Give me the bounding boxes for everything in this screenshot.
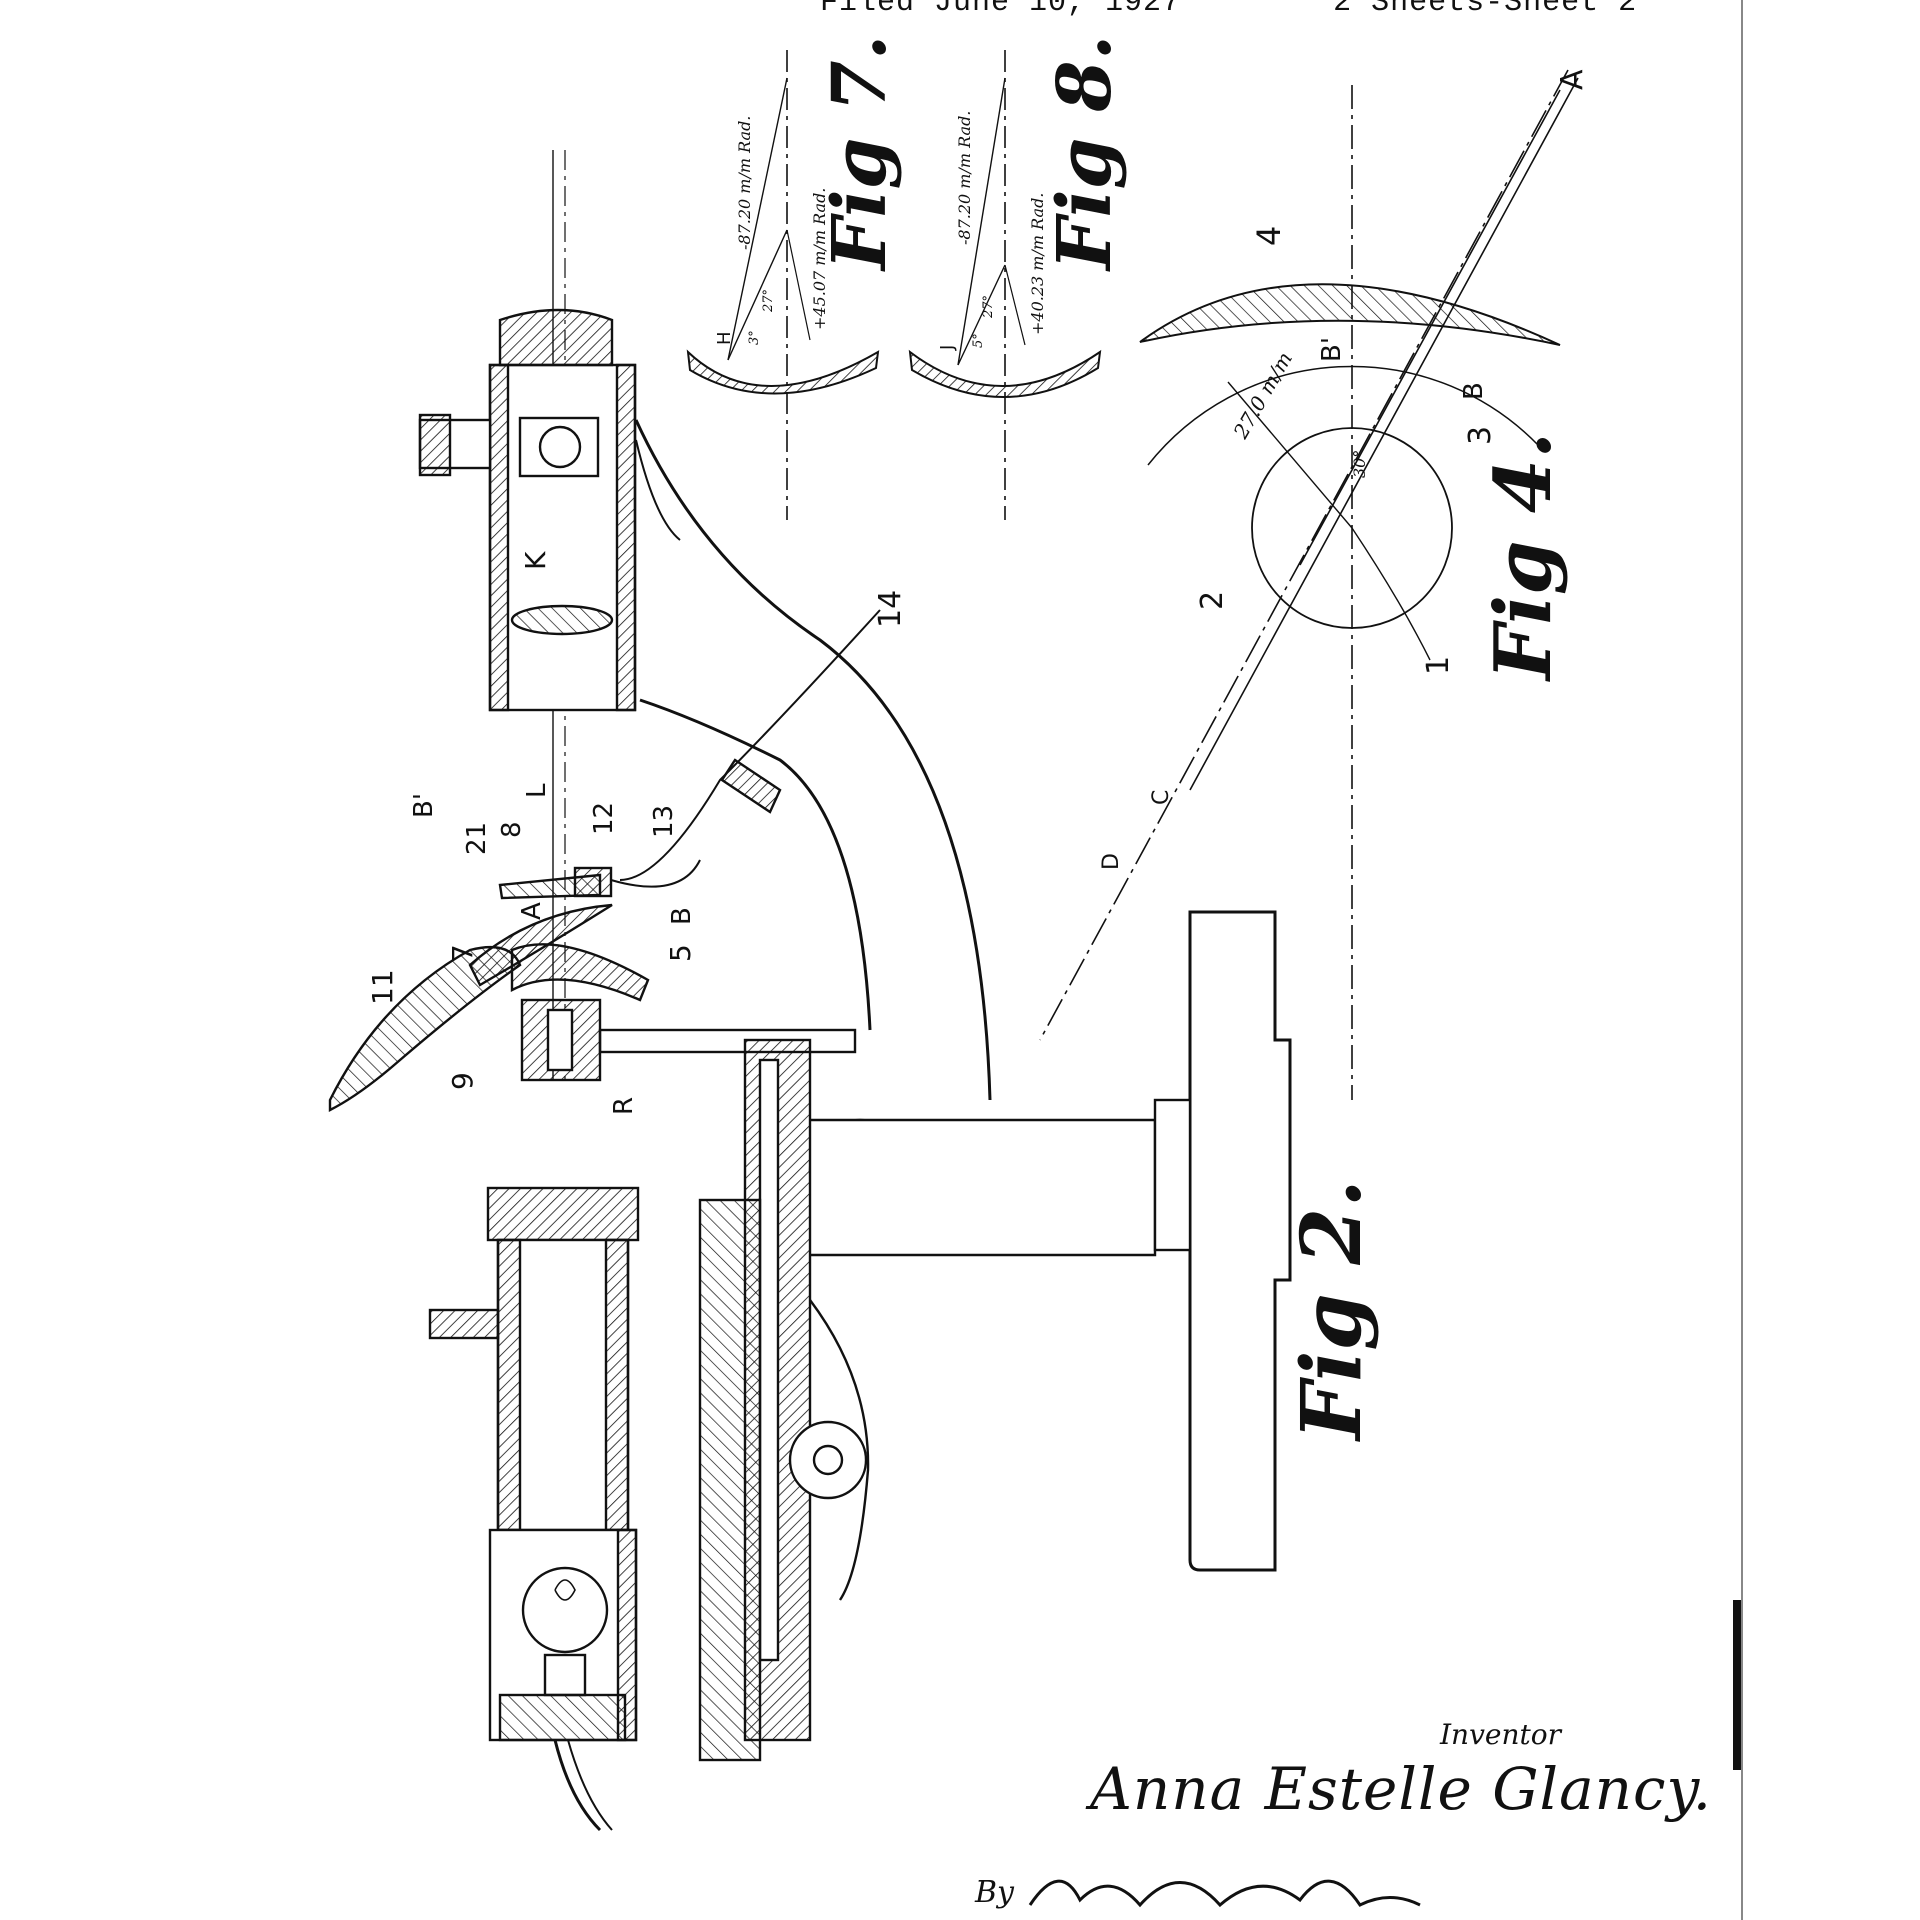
inventor-name: Anna Estelle Glancy. <box>1090 1755 1712 1823</box>
fig2-eyepiece-tube <box>490 365 635 710</box>
fig8-radius-outer: -87.20 m/m Rad. <box>955 111 974 245</box>
fig2-illuminator-wall-right <box>606 1240 628 1530</box>
fig2-ref-B-prime: B' <box>409 793 439 818</box>
fig2-ref-L: L <box>522 783 552 798</box>
fig7-angle-b: 3° <box>747 330 762 345</box>
fig2-illuminator-wall-left <box>498 1240 520 1530</box>
fig2-ref-K: K <box>519 551 552 570</box>
fig7-point-label: H <box>714 331 735 345</box>
fig2-clamp-12 <box>575 868 611 896</box>
fig2-ref-8: 8 <box>497 821 527 838</box>
fig2-holder-11 <box>330 947 520 1110</box>
fig2-eyepiece-lens <box>512 606 612 634</box>
fig2-holder-14 <box>722 760 780 812</box>
fig2-ref-14: 14 <box>873 590 908 628</box>
by-label: By <box>975 1875 1014 1910</box>
inventor-label: Inventor <box>1440 1718 1561 1751</box>
fig4-point-b-prime: B' <box>1317 337 1347 362</box>
fig2-ref-7: 7 <box>446 944 479 962</box>
fig2-title: Fig 2. <box>1284 1179 1380 1442</box>
fig2-ref-B: B <box>667 907 697 925</box>
fig2-pinion-gear <box>790 1422 866 1498</box>
fig2-eyepiece-wall-left <box>490 365 508 710</box>
fig8-angle-b: 5° <box>971 333 986 348</box>
fig2-column-inner <box>760 1060 778 1660</box>
fig2-ref-R: R <box>609 1097 639 1115</box>
fig4-point-a: A <box>1555 69 1590 90</box>
fig4-ref-4: 4 <box>1250 226 1288 246</box>
fig4-ref-line-1 <box>1352 528 1430 660</box>
fig4-ref-2: 2 <box>1195 591 1230 610</box>
fig7-lens <box>688 352 878 394</box>
attorney-signature <box>1030 1881 1420 1905</box>
fig7-title: Fig 7. <box>817 35 903 272</box>
fig4-angle: 30° <box>1350 450 1369 478</box>
fig2-set-screw-head <box>420 415 450 475</box>
fig8-ray-chief <box>1005 265 1025 345</box>
fig4-point-b: B <box>1459 382 1489 400</box>
fig2-ref-11: 11 <box>366 969 399 1005</box>
fig2-eyecup <box>500 310 612 365</box>
fig2-ref-5: 5 <box>664 944 697 962</box>
fig7-angle-a: 27° <box>761 289 776 313</box>
figure-7: -87.20 m/m Rad. +45.07 m/m Rad. H 27° 3°… <box>688 35 903 520</box>
fig8-angle-a: 27° <box>981 295 996 319</box>
fig2-ref-12: 12 <box>589 802 619 835</box>
fig4-title: Fig 4. <box>1478 432 1569 682</box>
fig2-stage-bracket <box>600 1030 855 1052</box>
fig7-ray-chief <box>787 230 810 340</box>
fig2-base <box>1190 912 1290 1570</box>
fig2-arm-outer <box>636 420 990 1100</box>
figure-2: K <box>330 150 1290 1830</box>
fig8-title: Fig 8. <box>1042 35 1128 272</box>
fig2-ref-A: A <box>517 902 547 920</box>
figure-8: -87.20 m/m Rad. +40.23 m/m Rad. J 27° 5°… <box>910 35 1128 520</box>
fig2-illuminator-cap <box>488 1188 638 1240</box>
fig2-lens-mount-core <box>548 1010 572 1070</box>
fig4-ref-1: 1 <box>1421 656 1456 675</box>
fig4-lens-4 <box>1140 284 1560 345</box>
fig8-point-label: J <box>937 345 958 351</box>
fig2-power-cord <box>555 1740 600 1830</box>
fig4-point-d: D <box>1099 853 1124 870</box>
fig2-focus-knob <box>430 1310 498 1338</box>
fig2-ref-9: 9 <box>446 1072 479 1090</box>
fig2-eyepiece-wall-right <box>617 365 635 710</box>
fig2-ref-13: 13 <box>649 805 679 838</box>
fig2-ref-21: 21 <box>462 822 492 855</box>
right-margin-mark <box>1733 1600 1741 1770</box>
fig4-radius: 27.0 m/m <box>1228 348 1297 444</box>
fig4-point-c: C <box>1149 790 1174 805</box>
fig2-arm-inner <box>640 700 870 1030</box>
fig2-rack-housing <box>700 1200 760 1760</box>
fig7-radius-outer: -87.20 m/m Rad. <box>735 116 754 250</box>
fig2-lamp-base <box>500 1695 625 1740</box>
fig2-base-post <box>1155 1100 1190 1250</box>
fig2-pivot-body <box>810 1120 1155 1255</box>
